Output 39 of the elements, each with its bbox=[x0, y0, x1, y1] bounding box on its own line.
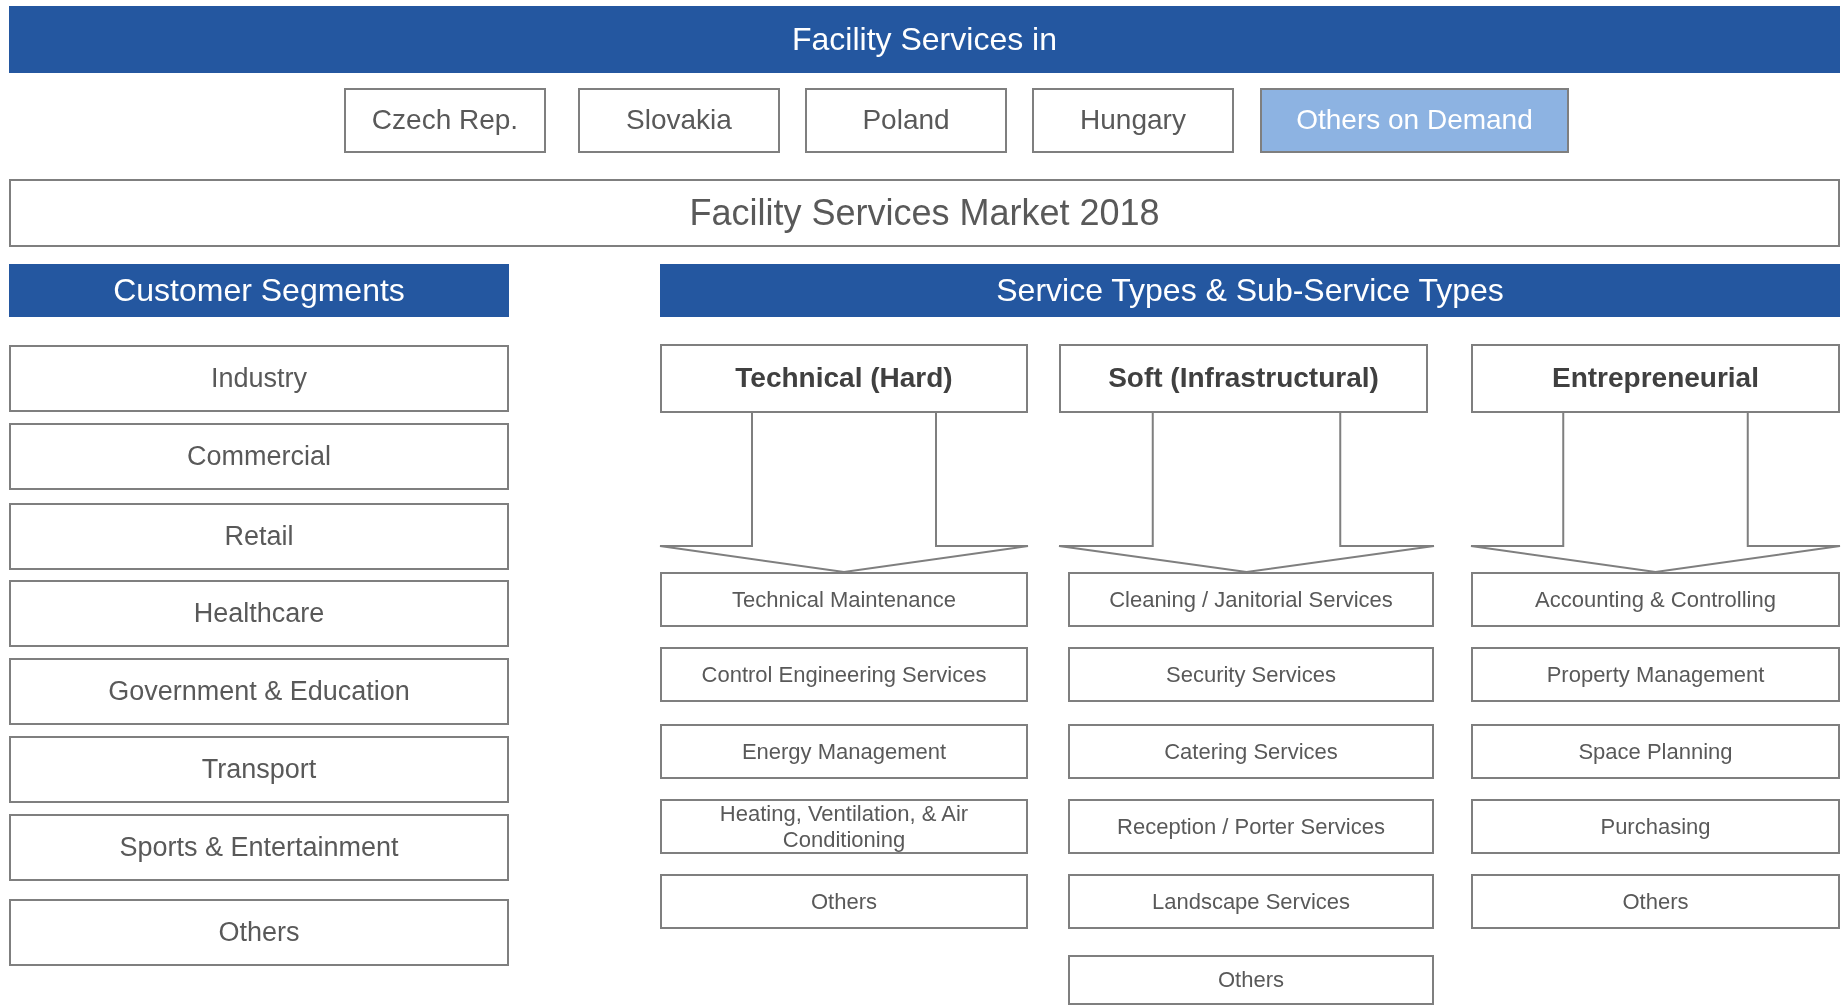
service-box: Energy Management bbox=[660, 724, 1028, 779]
segment-box: Sports & Entertainment bbox=[9, 814, 509, 881]
country-box: Hungary bbox=[1032, 88, 1234, 153]
block-arrow bbox=[1470, 412, 1841, 573]
service-box: Cleaning / Janitorial Services bbox=[1068, 572, 1434, 627]
header-band: Facility Services in bbox=[9, 6, 1840, 73]
segment-box: Retail bbox=[9, 503, 509, 570]
service-box: Others bbox=[660, 874, 1028, 929]
segment-box: Commercial bbox=[9, 423, 509, 490]
country-box: Others on Demand bbox=[1260, 88, 1569, 153]
category-box: Soft (Infrastructural) bbox=[1059, 344, 1428, 413]
service-box: Others bbox=[1471, 874, 1840, 929]
service-box: Others bbox=[1068, 955, 1434, 1005]
service-box: Catering Services bbox=[1068, 724, 1434, 779]
market-box: Facility Services Market 2018 bbox=[9, 179, 1840, 247]
segment-box: Others bbox=[9, 899, 509, 966]
country-box: Czech Rep. bbox=[344, 88, 546, 153]
service-box: Heating, Ventilation, & Air Conditioning bbox=[660, 799, 1028, 854]
service-box: Property Management bbox=[1471, 647, 1840, 702]
service-box: Landscape Services bbox=[1068, 874, 1434, 929]
block-arrow bbox=[659, 412, 1029, 573]
header-band: Customer Segments bbox=[9, 264, 509, 317]
block-arrow bbox=[1058, 412, 1435, 573]
category-box: Technical (Hard) bbox=[660, 344, 1028, 413]
country-box: Slovakia bbox=[578, 88, 780, 153]
service-box: Space Planning bbox=[1471, 724, 1840, 779]
segment-box: Transport bbox=[9, 736, 509, 803]
country-box: Poland bbox=[805, 88, 1007, 153]
segment-box: Government & Education bbox=[9, 658, 509, 725]
service-box: Accounting & Controlling bbox=[1471, 572, 1840, 627]
service-box: Technical Maintenance bbox=[660, 572, 1028, 627]
service-box: Security Services bbox=[1068, 647, 1434, 702]
service-box: Purchasing bbox=[1471, 799, 1840, 854]
category-box: Entrepreneurial bbox=[1471, 344, 1840, 413]
header-band: Service Types & Sub-Service Types bbox=[660, 264, 1840, 317]
segment-box: Healthcare bbox=[9, 580, 509, 647]
service-box: Control Engineering Services bbox=[660, 647, 1028, 702]
service-box: Reception / Porter Services bbox=[1068, 799, 1434, 854]
segment-box: Industry bbox=[9, 345, 509, 412]
